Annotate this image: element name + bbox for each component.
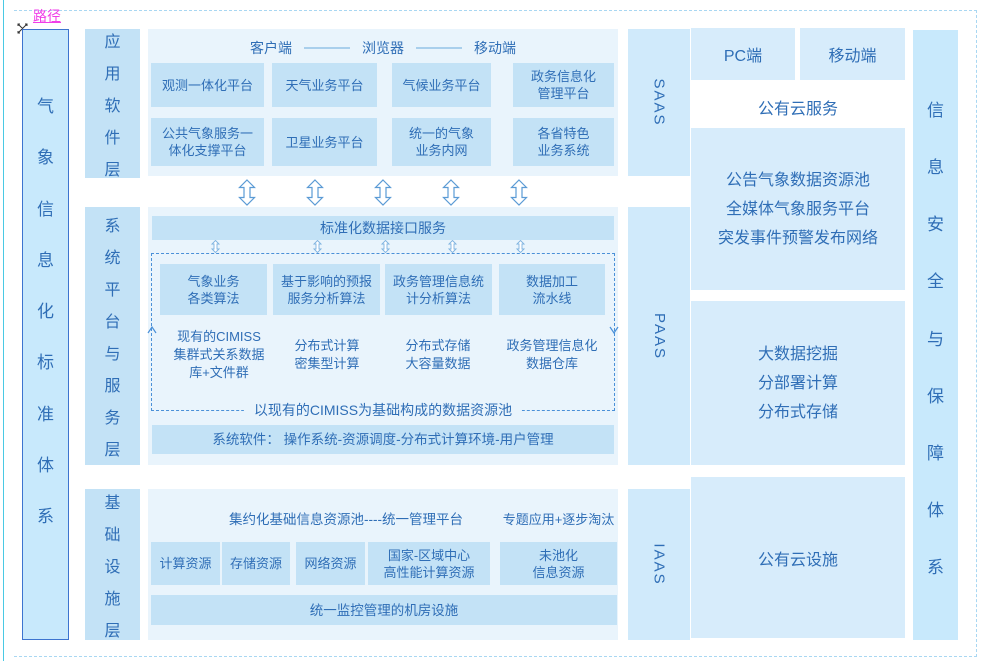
public-cloud-facility-box: 公有云设施 xyxy=(691,477,905,638)
app-layer-label-box: 应用软件层 xyxy=(85,29,140,179)
left-guide-line xyxy=(3,0,4,661)
path-link[interactable]: 路径 xyxy=(33,8,61,24)
obs-platform-box: 观测一体化平台 xyxy=(151,63,264,107)
client-label: 客户端 xyxy=(250,40,292,56)
security-assurance-label: 信息安全与保障体系 xyxy=(927,101,944,577)
flow-down-arrow-icon xyxy=(609,326,619,334)
app-layer-label: 应用软件层 xyxy=(104,33,121,179)
infra-layer-label: 基础设施层 xyxy=(104,494,121,640)
platform-layer-label-box: 系统平台与服务层 xyxy=(85,207,140,465)
mobile-client-box: 移动端 xyxy=(800,28,905,80)
impact-forecast-algorithms-box: 基于影响的预报 服务分析算法 xyxy=(273,264,380,315)
double-arrow-icon xyxy=(238,179,256,206)
platform-layer-label: 系统平台与服务层 xyxy=(104,218,121,459)
unpooled-resources-box: 未池化 信息资源 xyxy=(500,542,617,585)
connector-line xyxy=(416,47,462,49)
saas-label: SAAS xyxy=(650,78,668,127)
data-exchange-arrow-icon xyxy=(381,240,390,253)
security-assurance-bar: 信息安全与保障体系 xyxy=(913,30,958,640)
saas-bar: SAAS xyxy=(628,29,690,176)
connector-line xyxy=(304,47,350,49)
double-arrow-icon xyxy=(510,179,528,206)
paas-bar: PAAS xyxy=(628,207,690,465)
cimiss-cluster-text: 现有的CIMISS 集群式关系数据 库+文件群 xyxy=(173,329,265,380)
met-algorithms-box: 气象业务 各类算法 xyxy=(160,264,267,315)
iaas-label: IAAS xyxy=(650,543,668,586)
data-exchange-arrow-icon xyxy=(313,240,322,253)
provincial-systems-box: 各省特色 业务系统 xyxy=(513,118,614,166)
paas-label: PAAS xyxy=(650,312,668,360)
weather-platform-box: 天气业务平台 xyxy=(272,63,377,107)
flow-up-arrow-icon xyxy=(147,326,157,334)
api-service-bar: 标准化数据接口服务 xyxy=(152,216,614,240)
legacy-apps-note: 专题应用+逐步淘汰 xyxy=(502,512,615,527)
data-pipeline-box: 数据加工 流水线 xyxy=(499,264,605,315)
public-cloud-service-box: 公告气象数据资源池 全媒体气象服务平台 突发事件预警发布网络 xyxy=(691,128,905,290)
pooled-resources-header: 集约化基础信息资源池----统一管理平台 xyxy=(229,512,463,527)
infra-layer-panel: 集约化基础信息资源池----统一管理平台 专题应用+逐步淘汰 计算资源 存储资源… xyxy=(148,489,618,640)
distributed-storage-text: 分布式存储 大容量数据 xyxy=(405,338,471,371)
egov-stats-algorithms-box: 政务管理信息统 计分析算法 xyxy=(385,264,492,315)
compute-resources-box: 计算资源 xyxy=(151,542,220,585)
double-arrow-icon xyxy=(306,179,324,206)
system-software-bar: 系统软件： 操作系统-资源调度-分布式计算环境-用户管理 xyxy=(152,425,614,454)
egov-warehouse-text: 政务管理信息化 数据仓库 xyxy=(506,338,598,371)
egov-platform-box: 政务信息化 管理平台 xyxy=(513,63,614,107)
climate-platform-box: 气候业务平台 xyxy=(392,63,491,107)
cursor-marker-icon xyxy=(17,23,28,34)
public-service-platform-box: 公共气象服务一 体化支撑平台 xyxy=(151,118,264,166)
bigdata-capabilities-box: 大数据挖掘 分部署计算 分布式存储 xyxy=(691,301,905,465)
platform-layer-panel: 标准化数据接口服务 以现有的CIMISS为基础构成的数据资源池 气象业务 xyxy=(147,207,619,465)
iaas-bar: IAAS xyxy=(628,489,690,640)
browser-label: 浏览器 xyxy=(362,40,404,56)
cimiss-data-pool-box: 以现有的CIMISS为基础构成的数据资源池 xyxy=(147,253,619,420)
double-arrow-icon xyxy=(374,179,392,206)
data-exchange-arrow-icon xyxy=(516,240,525,253)
hpc-resources-box: 国家-区域中心 高性能计算资源 xyxy=(368,542,490,585)
machine-room-bar: 统一监控管理的机房设施 xyxy=(151,595,617,625)
data-exchange-arrow-icon xyxy=(211,240,220,253)
public-cloud-service-title: 公有云服务 xyxy=(757,101,838,118)
unified-intranet-box: 统一的气象 业务内网 xyxy=(392,118,491,166)
infra-layer-label-box: 基础设施层 xyxy=(85,489,140,640)
satellite-platform-box: 卫星业务平台 xyxy=(272,118,377,166)
outer-dashed-border xyxy=(14,10,977,657)
pc-client-box: PC端 xyxy=(691,28,795,80)
storage-resources-box: 存储资源 xyxy=(222,542,290,585)
cimiss-pool-label: 以现有的CIMISS为基础构成的数据资源池 xyxy=(243,400,523,420)
app-layer-panel: 客户端 浏览器 移动端 观测一体化平台 天气业务平台 气候业务平台 政务信息化 … xyxy=(148,29,618,176)
meteorology-standards-bar: 气象信息化标准体系 xyxy=(22,29,69,640)
meteorology-standards-label: 气象信息化标准体系 xyxy=(37,97,54,526)
network-resources-box: 网络资源 xyxy=(296,542,365,585)
data-exchange-arrow-icon xyxy=(448,240,457,253)
mobile-client-label: 移动端 xyxy=(474,40,516,56)
double-arrow-icon xyxy=(442,179,460,206)
distributed-compute-text: 分布式计算 密集型计算 xyxy=(294,338,360,371)
client-header: 客户端 浏览器 移动端 xyxy=(148,38,618,58)
